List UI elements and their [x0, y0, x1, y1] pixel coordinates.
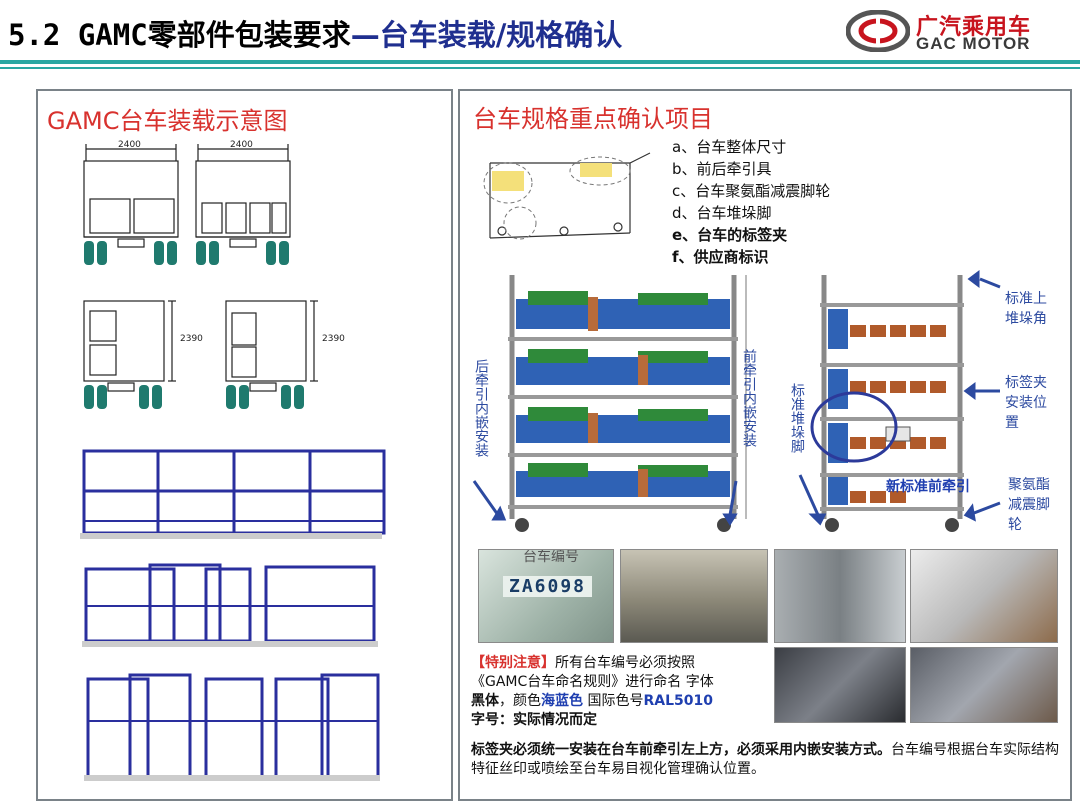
notice-intl-intro: 国际色号 — [583, 693, 644, 709]
slide-title: 5.2 GAMC零部件包装要求—台车装载/规格确认 — [8, 12, 622, 54]
rack-row-1-base — [80, 533, 382, 539]
arrow-icon — [798, 474, 820, 516]
spec-checklist: a、台车整体尺寸 b、前后牵引具 c、台车聚氨酯减震脚轮 d、台车堆垛脚 e、台… — [672, 136, 830, 268]
notice-font-name: 黑体 — [471, 693, 499, 709]
wheels-row-1 — [84, 241, 289, 265]
side-view-cart-b — [225, 300, 318, 392]
arrow-icon — [728, 480, 738, 516]
dim-height-a: 2390 — [180, 334, 203, 344]
notice-line2: 《GAMC台车命名规则》进行命名 字体 — [471, 674, 714, 690]
photo-code-label: 台车编号 — [523, 549, 579, 565]
side-view-cart-a — [83, 300, 176, 392]
rack-side-view — [810, 275, 964, 532]
label-new-front-tow: 新标准前牵引 — [886, 479, 970, 495]
highlight-circle-icon — [810, 391, 898, 463]
dim-width-a: 2400 — [118, 140, 141, 150]
slide-title-main: 零部件包装要求 — [147, 18, 351, 52]
special-notice: 【特别注意】所有台车编号必须按照 《GAMC台车命名规则》进行命名 字体 黑体，… — [471, 654, 771, 730]
label-stack-foot: 标准堆垛脚 — [789, 383, 805, 453]
checklist-item: c、台车聚氨酯减震脚轮 — [672, 182, 831, 200]
wheels-row-2 — [84, 385, 304, 409]
dim-height-b: 2390 — [322, 334, 345, 344]
notice-line1: 所有台车编号必须按照 — [555, 655, 695, 671]
photo-rack-side — [774, 549, 906, 643]
spec-check-panel: 台车规格重点确认项目 a、台车整体尺寸 b、前后牵引具 c、台车聚氨酯减震脚轮 … — [458, 89, 1072, 801]
rack-row-2-base — [82, 641, 378, 647]
notice-intl-code: RAL5010 — [643, 693, 713, 709]
checklist-item: a、台车整体尺寸 — [672, 138, 787, 156]
arrow-icon — [973, 501, 1001, 515]
notice-size-rule: 字号：实际情况而定 — [471, 712, 597, 728]
label-clip-position: 标签夹安装位置 — [1005, 375, 1047, 431]
notice-color-intro: ，颜色 — [499, 693, 541, 709]
slide-header: 5.2 GAMC零部件包装要求—台车装载/规格确认 广汽乘用车 GAC MOTO… — [0, 0, 1080, 60]
checklist-item: f、供应商标识 — [672, 248, 769, 266]
label-front-tow: 前牵引内嵌安装 — [741, 349, 757, 447]
gac-logo: 广汽乘用车 GAC MOTOR — [846, 8, 1076, 54]
bottom-note-normal: 台车编号根据台车实际结构特征丝印或喷绘至台车易目视化管理确认位置。 — [471, 742, 1059, 777]
rack-row-1 — [82, 449, 386, 535]
logo-text-en: GAC MOTOR — [916, 34, 1031, 53]
dim-width-b: 2400 — [230, 140, 253, 150]
arrow-icon — [979, 277, 1001, 289]
photo-cart-code: 台车编号 ZA6098 — [478, 549, 614, 643]
bottom-note: 标签夹必须统一安装在台车前牵引左上方，必须采用内嵌安装方式。台车编号根据台车实际… — [471, 741, 1061, 779]
checklist-item: e、台车的标签夹 — [672, 226, 788, 244]
loading-diagram-panel: GAMC台车装载示意图 2400 2400 — [36, 89, 453, 801]
rack-row-3-base — [84, 775, 380, 781]
label-pu-caster: 聚氨酯减震脚轮 — [1008, 477, 1050, 533]
photo-code-value: ZA6098 — [503, 576, 593, 597]
cart-loading-drawings: 2400 2400 2390 — [80, 140, 386, 781]
checklist-item: b、前后牵引具 — [672, 160, 772, 178]
label-rear-tow: 后牵引内嵌安装 — [473, 359, 489, 457]
loading-diagram-title: GAMC台车装载示意图 — [47, 107, 288, 135]
gac-logo-icon — [846, 10, 910, 52]
annotation-arrows — [472, 270, 1001, 526]
cart-outline-sketch — [483, 152, 651, 240]
bottom-note-bold: 标签夹必须统一安装在台车前牵引左上方，必须采用内嵌安装方式。 — [471, 742, 891, 758]
label-stack-corner: 标准上堆垛角 — [1005, 291, 1047, 327]
header-divider-thick — [0, 60, 1080, 64]
front-view-cart-a — [83, 144, 179, 248]
notice-tag: 【特别注意】 — [471, 655, 555, 671]
spec-check-title: 台车规格重点确认项目 — [473, 105, 713, 133]
front-view-cart-b — [195, 144, 291, 248]
rack-front-view — [508, 275, 747, 532]
arrow-icon — [472, 480, 500, 516]
photo-supplier-mark-a — [774, 647, 906, 723]
slide-title-sub: —台车装载/规格确认 — [350, 18, 623, 52]
notice-color-name: 海蓝色 — [541, 693, 583, 709]
slide-title-number: 5.2 GAMC — [8, 18, 148, 52]
logo-text-cn: 广汽乘用车 — [916, 15, 1032, 40]
photo-rack-frame — [910, 549, 1058, 643]
header-divider-thin — [0, 67, 1080, 69]
rack-row-3 — [86, 673, 380, 779]
checklist-item: d、台车堆垛脚 — [672, 204, 772, 222]
rack-row-2 — [84, 563, 376, 643]
photo-supplier-mark-b — [910, 647, 1058, 723]
photo-label-clip — [620, 549, 768, 643]
